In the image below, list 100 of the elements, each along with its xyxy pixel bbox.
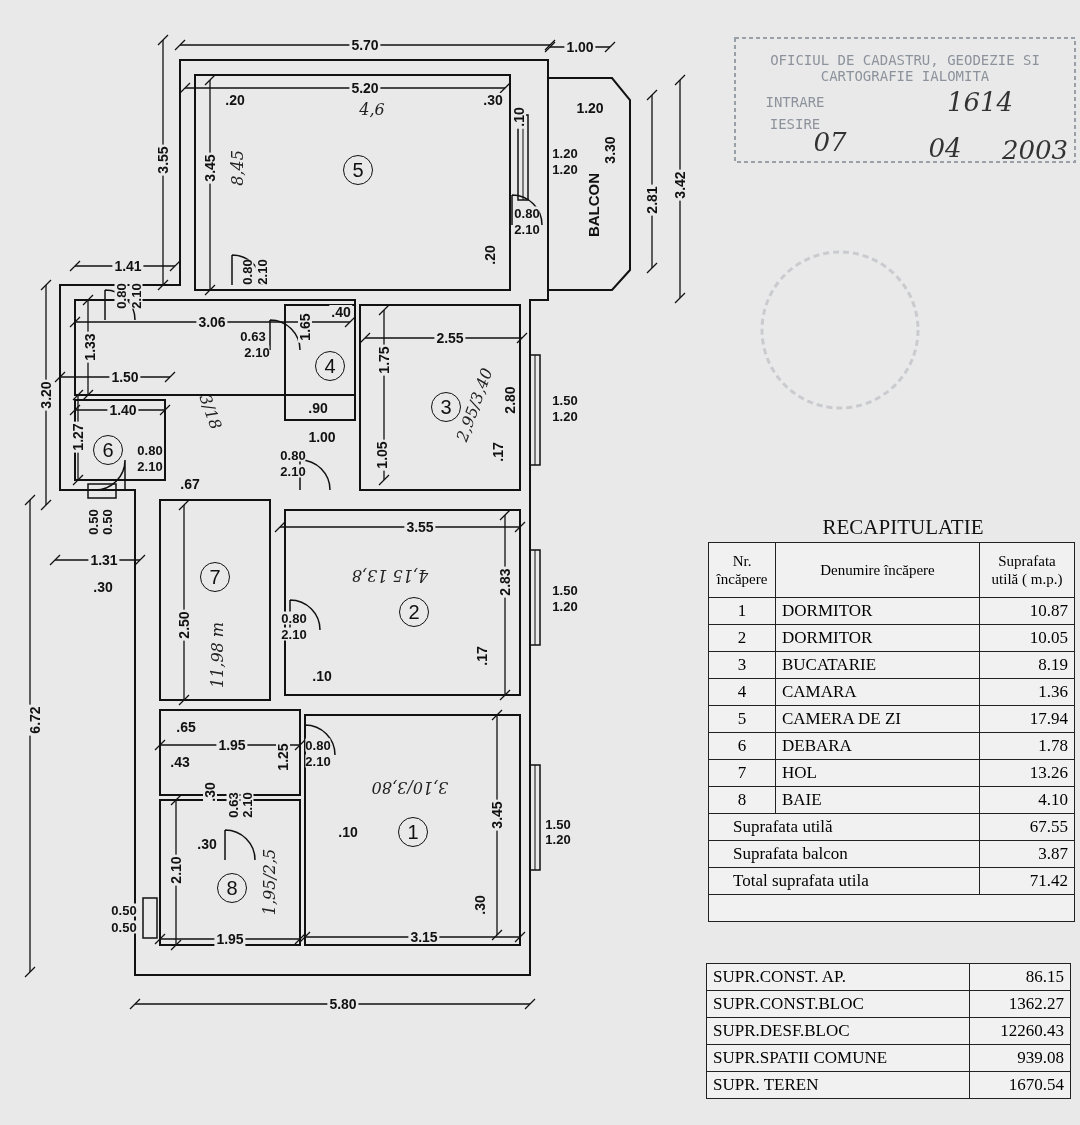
area-value: 71.42	[979, 867, 1075, 895]
dimension-label: 1.33	[83, 331, 97, 363]
dimension-label: 1.95	[216, 738, 248, 752]
dimension-label: .17	[475, 644, 489, 668]
dimension-label: .40	[329, 305, 353, 319]
opening-size-label: 0.50	[111, 903, 137, 917]
room-number-cell: 6	[708, 732, 776, 760]
stamp-text: INTRARE	[765, 95, 825, 109]
dimension-label: 2.55	[434, 331, 466, 345]
area-value: 13.26	[979, 759, 1075, 787]
opening-size-label: 0.80	[114, 283, 128, 309]
dimension-label: 5.80	[327, 997, 359, 1011]
room-number: 4	[315, 351, 345, 381]
handwritten-number: 04	[928, 135, 962, 161]
opening-size-label: 1.50	[552, 583, 578, 597]
dimension-label: 1.65	[298, 311, 312, 343]
dimension-label: 1.95	[214, 932, 246, 946]
dimension-label: 2.50	[177, 609, 191, 641]
summary-label: Suprafata balcon	[708, 840, 980, 868]
area-value: 3.87	[979, 840, 1075, 868]
room-name: CAMERA DE ZI	[775, 705, 980, 733]
dimension-label: 2.80	[503, 384, 517, 416]
area-value: 17.94	[979, 705, 1075, 733]
room-number-cell: 8	[708, 786, 776, 814]
opening-size-label: 0.80	[137, 443, 163, 457]
opening-size-label: 0.80	[305, 738, 331, 752]
dimension-label: 1.50	[109, 370, 141, 384]
dimension-label: 3.45	[203, 152, 217, 184]
opening-size-label: 2.10	[280, 464, 306, 478]
stamp-text: OFICIUL DE CADASTRU, GEODEZIE SI CARTOGRAFIE IALOMITA	[769, 51, 1041, 85]
handwritten-note: 3,10/3,80	[371, 779, 449, 795]
dimension-label: 6.72	[28, 704, 42, 736]
dimension-label: 5.70	[349, 38, 381, 52]
dimension-label: 3.42	[673, 169, 687, 201]
area-label: SUPR.SPATII COMUNE	[706, 1044, 970, 1072]
dimension-label: 1.25	[276, 741, 290, 773]
room-name: DORMITOR	[775, 597, 980, 625]
room-name: CAMARA	[775, 678, 980, 706]
room-number: 1	[398, 817, 428, 847]
dimension-label: 3.20	[39, 379, 53, 411]
opening-size-label: 2.10	[129, 283, 143, 309]
area-value: 10.87	[979, 597, 1075, 625]
area-value: 10.05	[979, 624, 1075, 652]
opening-size-label: 2.10	[281, 627, 307, 641]
opening-size-label: 2.10	[240, 792, 254, 818]
area-value: 4.10	[979, 786, 1075, 814]
dimension-label: 2.10	[169, 854, 183, 886]
opening-size-label: 0.50	[111, 920, 137, 934]
dimension-label: 1.20	[574, 101, 606, 115]
room-name: HOL	[775, 759, 980, 787]
opening-size-label: 2.10	[244, 345, 270, 359]
dimension-label: .10	[512, 105, 526, 129]
opening-size-label: 0.80	[280, 448, 306, 462]
room-number: 8	[217, 873, 247, 903]
opening-size-label: 1.20	[552, 162, 578, 176]
handwritten-note: 11,98 m	[210, 621, 226, 689]
dimension-label: 3.15	[408, 930, 440, 944]
room-number-cell: 2	[708, 624, 776, 652]
area-value: 86.15	[969, 963, 1071, 991]
room-name: BUCATARIE	[775, 651, 980, 679]
dimension-label: .30	[195, 837, 219, 851]
dimension-label: .30	[473, 893, 487, 917]
opening-size-label: 2.10	[514, 222, 540, 236]
opening-size-label: 0.50	[100, 509, 114, 535]
area-label: SUPR.CONST. AP.	[706, 963, 970, 991]
opening-size-label: 0.50	[86, 509, 100, 535]
dimension-label: 5.20	[349, 81, 381, 95]
area-value: 939.08	[969, 1044, 1071, 1072]
area-value: 1670.54	[969, 1071, 1071, 1099]
dimension-label: 3.55	[156, 144, 170, 176]
opening-size-label: 0.80	[281, 611, 307, 625]
room-number: 3	[431, 392, 461, 422]
dimension-label: .30	[91, 580, 115, 594]
dimension-label: 1.00	[306, 430, 338, 444]
handwritten-number: 1614	[946, 89, 1014, 115]
room-number-cell: 3	[708, 651, 776, 679]
area-value: 1.78	[979, 732, 1075, 760]
dimension-label: 3.45	[490, 799, 504, 831]
dimension-label: .30	[203, 780, 217, 804]
area-label: SUPR.CONST.BLOC	[706, 990, 970, 1018]
dimension-label: .67	[178, 477, 202, 491]
handwritten-number: 07	[813, 129, 847, 155]
opening-size-label: 0.80	[240, 259, 254, 285]
room-number: 6	[93, 435, 123, 465]
opening-size-label: 1.20	[552, 146, 578, 160]
dimension-label: .10	[310, 669, 334, 683]
handwritten-note: 4,15 13,8	[351, 567, 429, 583]
area-value: 12260.43	[969, 1017, 1071, 1045]
area-value: 8.19	[979, 651, 1075, 679]
opening-size-label: 2.10	[255, 259, 269, 285]
area-label: SUPR.DESF.BLOC	[706, 1017, 970, 1045]
dimension-label: 1.75	[377, 344, 391, 376]
dimension-label: 3.06	[196, 315, 228, 329]
handwritten-note: 1,95/2,5	[262, 848, 278, 916]
opening-size-label: 0.63	[226, 792, 240, 818]
dimension-label: .20	[223, 93, 247, 107]
dimension-label: .30	[481, 93, 505, 107]
dimension-label: 1.05	[375, 439, 389, 471]
room-name: DORMITOR	[775, 624, 980, 652]
area-value: 1362.27	[969, 990, 1071, 1018]
